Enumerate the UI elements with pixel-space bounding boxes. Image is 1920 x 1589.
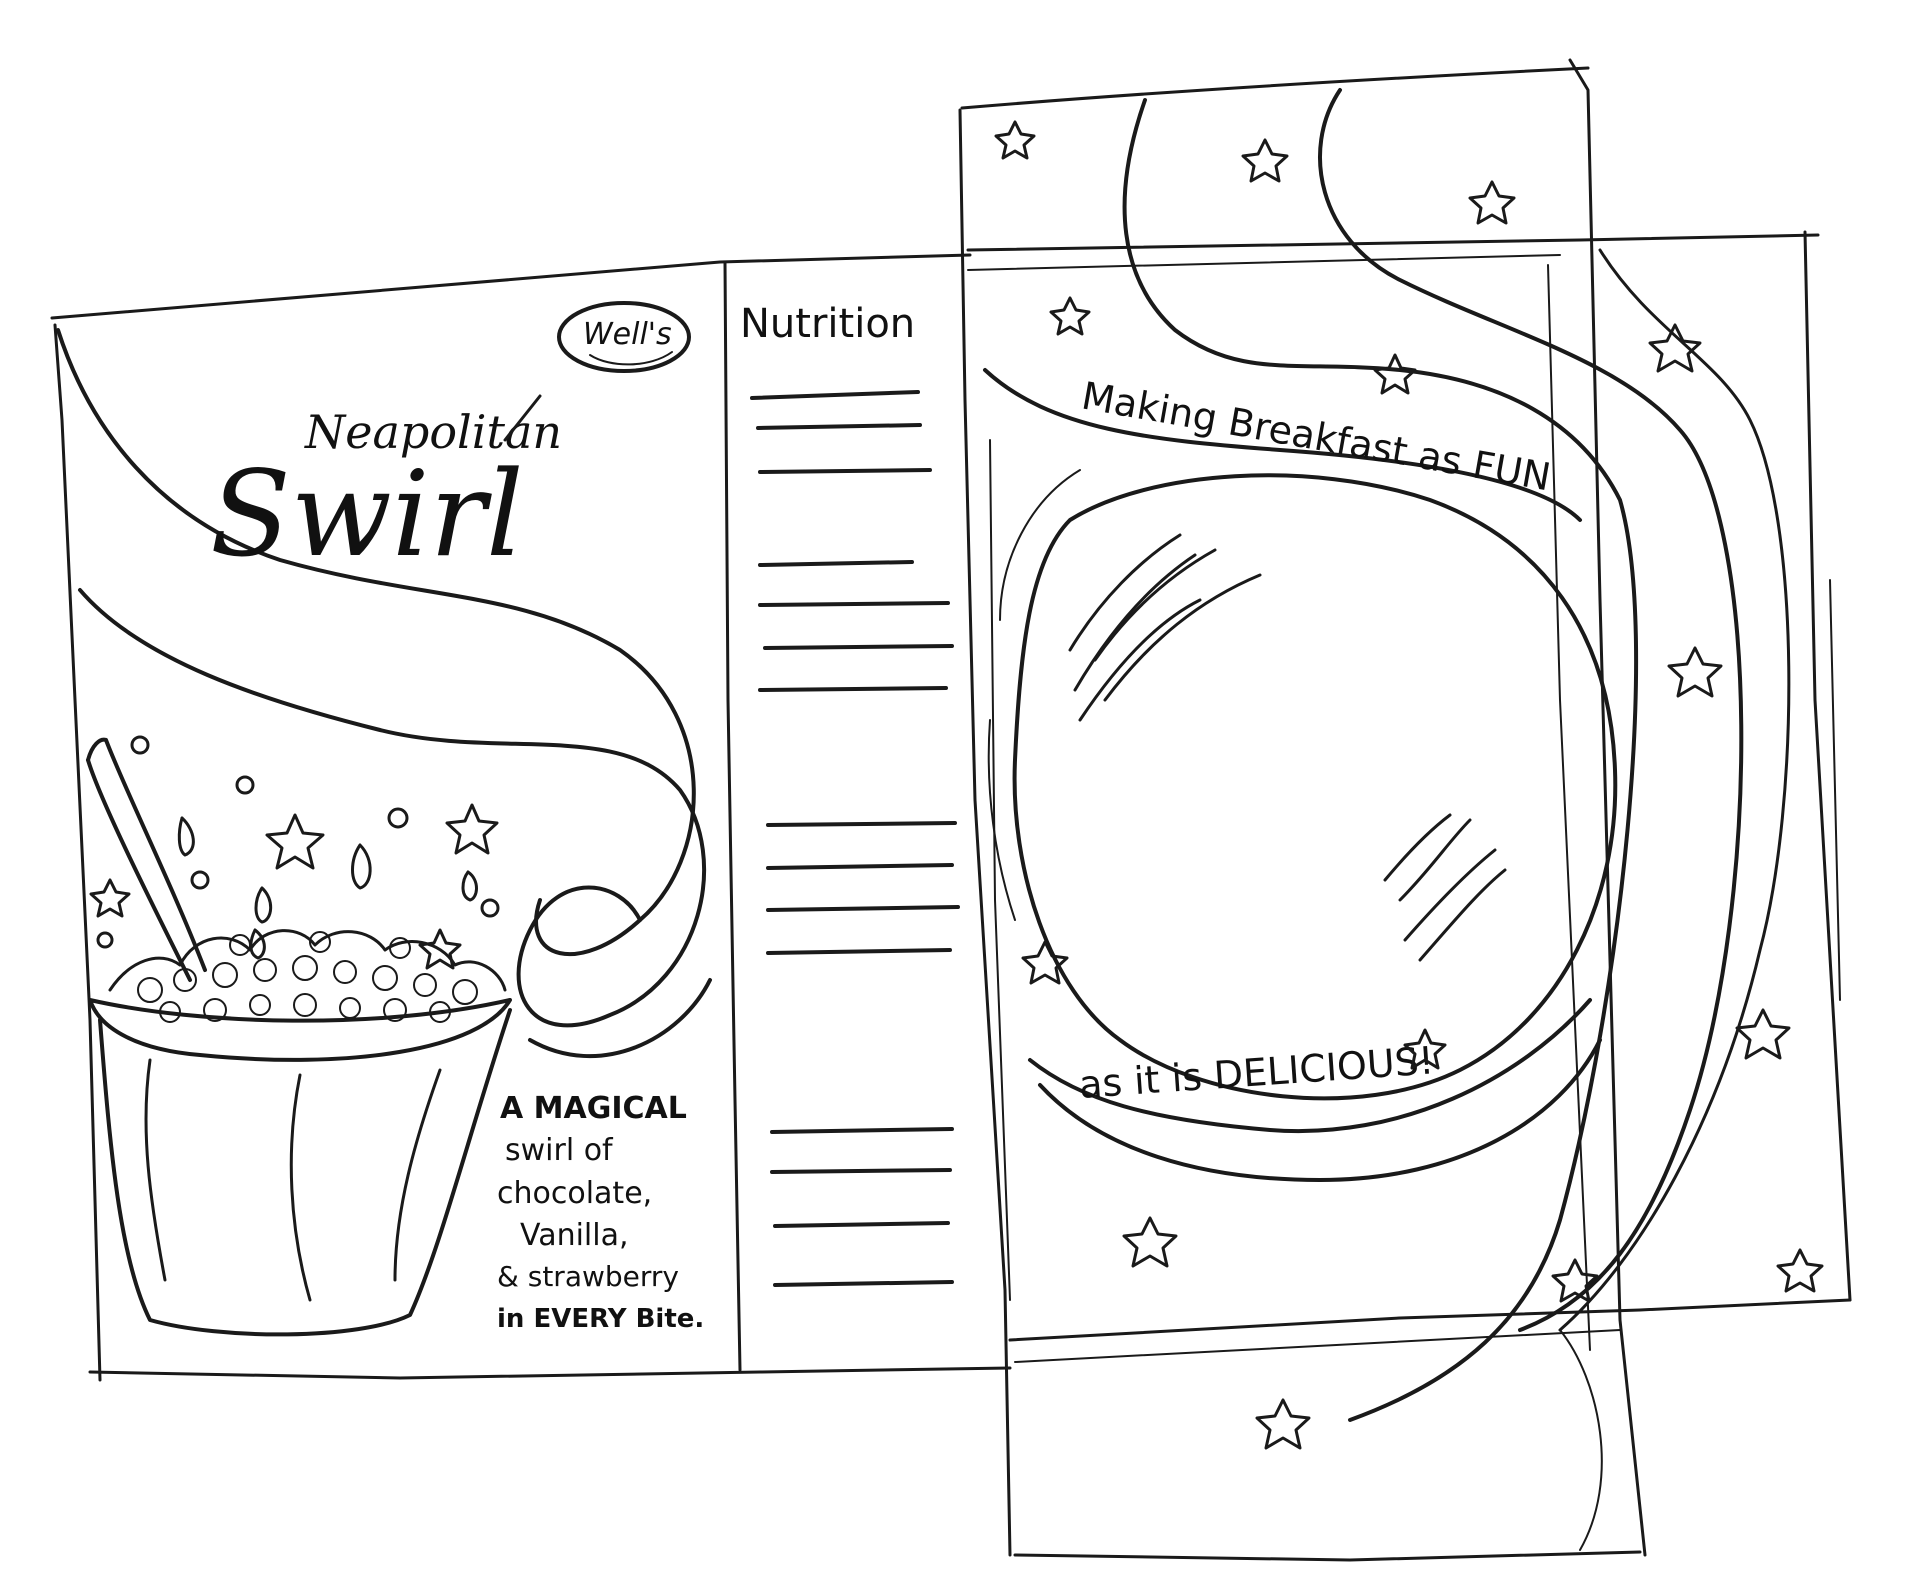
bowl-stripe-right xyxy=(393,1068,442,1282)
star-icon xyxy=(1049,296,1091,336)
star-icon xyxy=(89,878,131,918)
back-panel-top-edge xyxy=(960,66,1590,110)
star-icon xyxy=(1468,180,1516,225)
tagline-line-4: Vanilla, xyxy=(520,1218,629,1253)
back-panel-left-edge xyxy=(958,108,1012,1557)
back-bowl-circle xyxy=(1012,473,1618,1101)
back-bowl-circle-sketch xyxy=(987,469,1081,921)
star-icon xyxy=(1667,646,1723,698)
front-panel-top-edge xyxy=(50,253,972,320)
back-panel-bottom-fold xyxy=(1008,1298,1852,1342)
side-ribbon xyxy=(1558,248,1791,1332)
front-panel-left-edge xyxy=(53,323,102,1382)
back-ribbon-banner-top xyxy=(983,368,1582,522)
back-panel-fold-left xyxy=(989,439,1011,1301)
back-panel-top-fold xyxy=(966,233,1820,252)
star-icon xyxy=(1241,138,1289,183)
side-ribbon-2 xyxy=(1559,1329,1603,1551)
brand-logo-swoosh xyxy=(589,351,673,366)
back-panel-bottom-fold-2 xyxy=(1014,1329,1621,1363)
front-side-fold xyxy=(723,260,742,1372)
star-icon xyxy=(1735,1008,1791,1060)
star-icon xyxy=(418,928,462,970)
back-panel: Making Breakfast as FUN as it is DELICIO… xyxy=(958,58,1852,1562)
tagline-line-5: & strawberry xyxy=(497,1260,679,1293)
spoon-handle xyxy=(86,737,207,982)
tagline-line-1: A MAGICAL xyxy=(500,1091,687,1126)
side-flap-inner-edge xyxy=(1829,579,1841,1001)
bowl-body xyxy=(98,1008,512,1337)
cereal-pile xyxy=(108,929,507,992)
star-icon xyxy=(1255,1398,1311,1450)
nutrition-panel: Nutrition xyxy=(740,301,960,1287)
star-icon xyxy=(994,120,1036,160)
bowl-stripe-left xyxy=(144,1058,167,1282)
floating-decorations xyxy=(96,735,500,960)
cereal-pieces xyxy=(137,931,478,1023)
star-icon xyxy=(1021,940,1069,985)
title-small: Neapolitan xyxy=(304,405,562,459)
brand-logo-oval xyxy=(557,301,691,373)
title-small-underline xyxy=(503,394,542,442)
star-icon xyxy=(1403,1028,1447,1070)
brand-logo-text: Well's xyxy=(583,317,672,352)
back-ribbon-inner xyxy=(1318,88,1744,1332)
front-swirl-outer xyxy=(56,328,696,956)
back-ribbon-outer xyxy=(1122,98,1639,1422)
back-panel-bottom-edge xyxy=(1013,1550,1642,1562)
brand-logo: Well's xyxy=(557,301,691,373)
star-icon xyxy=(1551,1258,1599,1303)
front-swirl-inner xyxy=(78,588,707,1028)
title-large: Swirl xyxy=(210,445,524,583)
tagline-line-3: chocolate, xyxy=(497,1176,652,1211)
front-panel: Well's Neapolitan Swirl xyxy=(50,253,1012,1382)
bowl-shine-marks xyxy=(1068,533,1507,962)
star-icon xyxy=(1776,1248,1824,1293)
back-ribbon-lower-bottom xyxy=(1038,1038,1602,1182)
star-icon xyxy=(1648,323,1702,373)
back-star-icons xyxy=(994,120,1824,1450)
bowl-rim xyxy=(88,998,512,1062)
front-panel-bottom-edge xyxy=(88,1366,1012,1380)
tagline-line-6: in EVERY Bite. xyxy=(497,1304,704,1334)
star-icon xyxy=(265,813,325,870)
nutrition-heading: Nutrition xyxy=(740,301,915,347)
nutrition-lines xyxy=(750,390,960,1287)
star-icon xyxy=(1373,353,1417,395)
cereal-bowl-illustration xyxy=(86,737,512,1337)
star-icon xyxy=(445,803,499,855)
tagline: A MAGICAL swirl of chocolate, Vanilla, &… xyxy=(497,1091,704,1334)
side-flap-right-edge xyxy=(1803,230,1852,1302)
back-ribbon-lower-top xyxy=(1028,998,1592,1133)
star-icon xyxy=(1122,1216,1178,1268)
back-panel-top-fold-2 xyxy=(967,254,1561,271)
tagline-line-2: swirl of xyxy=(505,1133,614,1168)
back-panel-right-edge xyxy=(1568,58,1647,1557)
front-star-icons xyxy=(89,803,499,970)
front-swirl-tail xyxy=(528,978,712,1058)
bowl-stripe-mid xyxy=(289,1073,312,1302)
